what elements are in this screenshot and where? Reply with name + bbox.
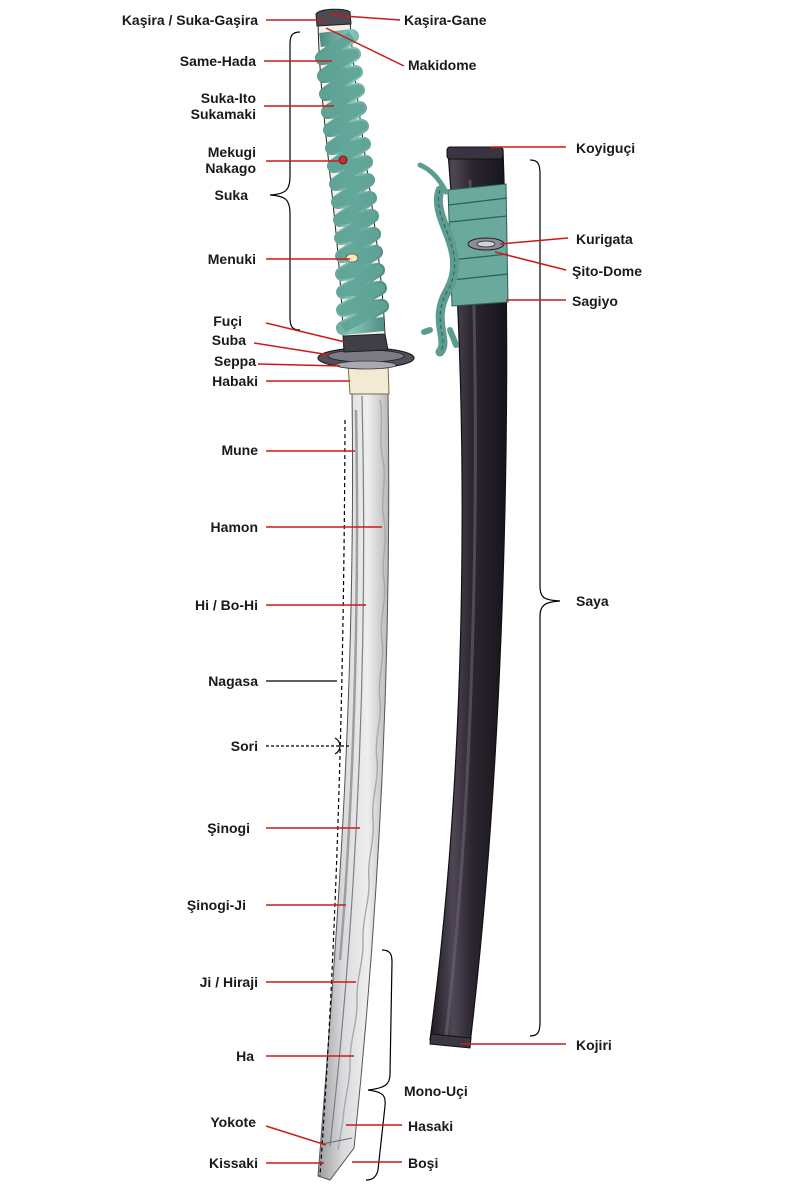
label-boshi: Boşi	[408, 1155, 439, 1171]
label-kurigata: Kurigata	[576, 231, 633, 247]
label-ha: Ha	[236, 1048, 254, 1064]
label-kashira-gane: Kaşira-Gane	[404, 12, 487, 28]
tsuba-guard	[317, 347, 415, 370]
label-makidome: Makidome	[408, 57, 477, 73]
label-suka: Suka	[214, 187, 248, 203]
label-koiguchi: Koyiguçi	[576, 140, 636, 156]
label-sori: Sori	[230, 738, 258, 754]
label-shinogi-ji: Şinogi-Ji	[186, 897, 246, 913]
label-sukamaki: Sukamaki	[190, 106, 256, 122]
fuchi-collar	[342, 333, 389, 353]
sageo-cord	[417, 162, 509, 357]
label-menuki: Menuki	[207, 251, 256, 267]
measurement-lines	[266, 31, 561, 1181]
label-suba: Suba	[211, 332, 246, 348]
label-nagasa: Nagasa	[208, 673, 258, 689]
label-hi: Hi / Bo-Hi	[195, 597, 258, 613]
label-shinogi: Şinogi	[207, 820, 250, 836]
label-kojiri: Kojiri	[576, 1037, 612, 1053]
label-suka-ito: Suka-Ito	[200, 90, 256, 106]
label-mekugi: Mekugi	[207, 144, 256, 160]
label-nakago: Nakago	[205, 160, 256, 176]
tsuka-handle	[315, 8, 389, 337]
label-yokote: Yokote	[210, 1114, 256, 1130]
label-seppa: Seppa	[213, 353, 256, 369]
label-fuchi: Fuçi	[213, 313, 242, 329]
label-saya: Saya	[576, 593, 609, 609]
label-kashira: Kaşira / Suka-Gaşira	[121, 12, 258, 28]
label-mono-uchi: Mono-Uçi	[404, 1083, 468, 1099]
label-hasaki: Hasaki	[408, 1118, 454, 1134]
label-ji: Ji / Hiraji	[199, 974, 258, 990]
label-mune: Mune	[221, 442, 258, 458]
leader-lines	[253, 14, 569, 1164]
label-hamon: Hamon	[210, 519, 258, 535]
label-same-hada: Same-Hada	[179, 53, 256, 69]
label-habaki: Habaki	[212, 373, 258, 389]
label-sagiyo: Sagiyo	[572, 293, 618, 309]
label-shitodome: Şito-Dome	[572, 263, 642, 279]
label-kissaki: Kissaki	[208, 1155, 258, 1171]
katana-blade	[317, 391, 390, 1181]
